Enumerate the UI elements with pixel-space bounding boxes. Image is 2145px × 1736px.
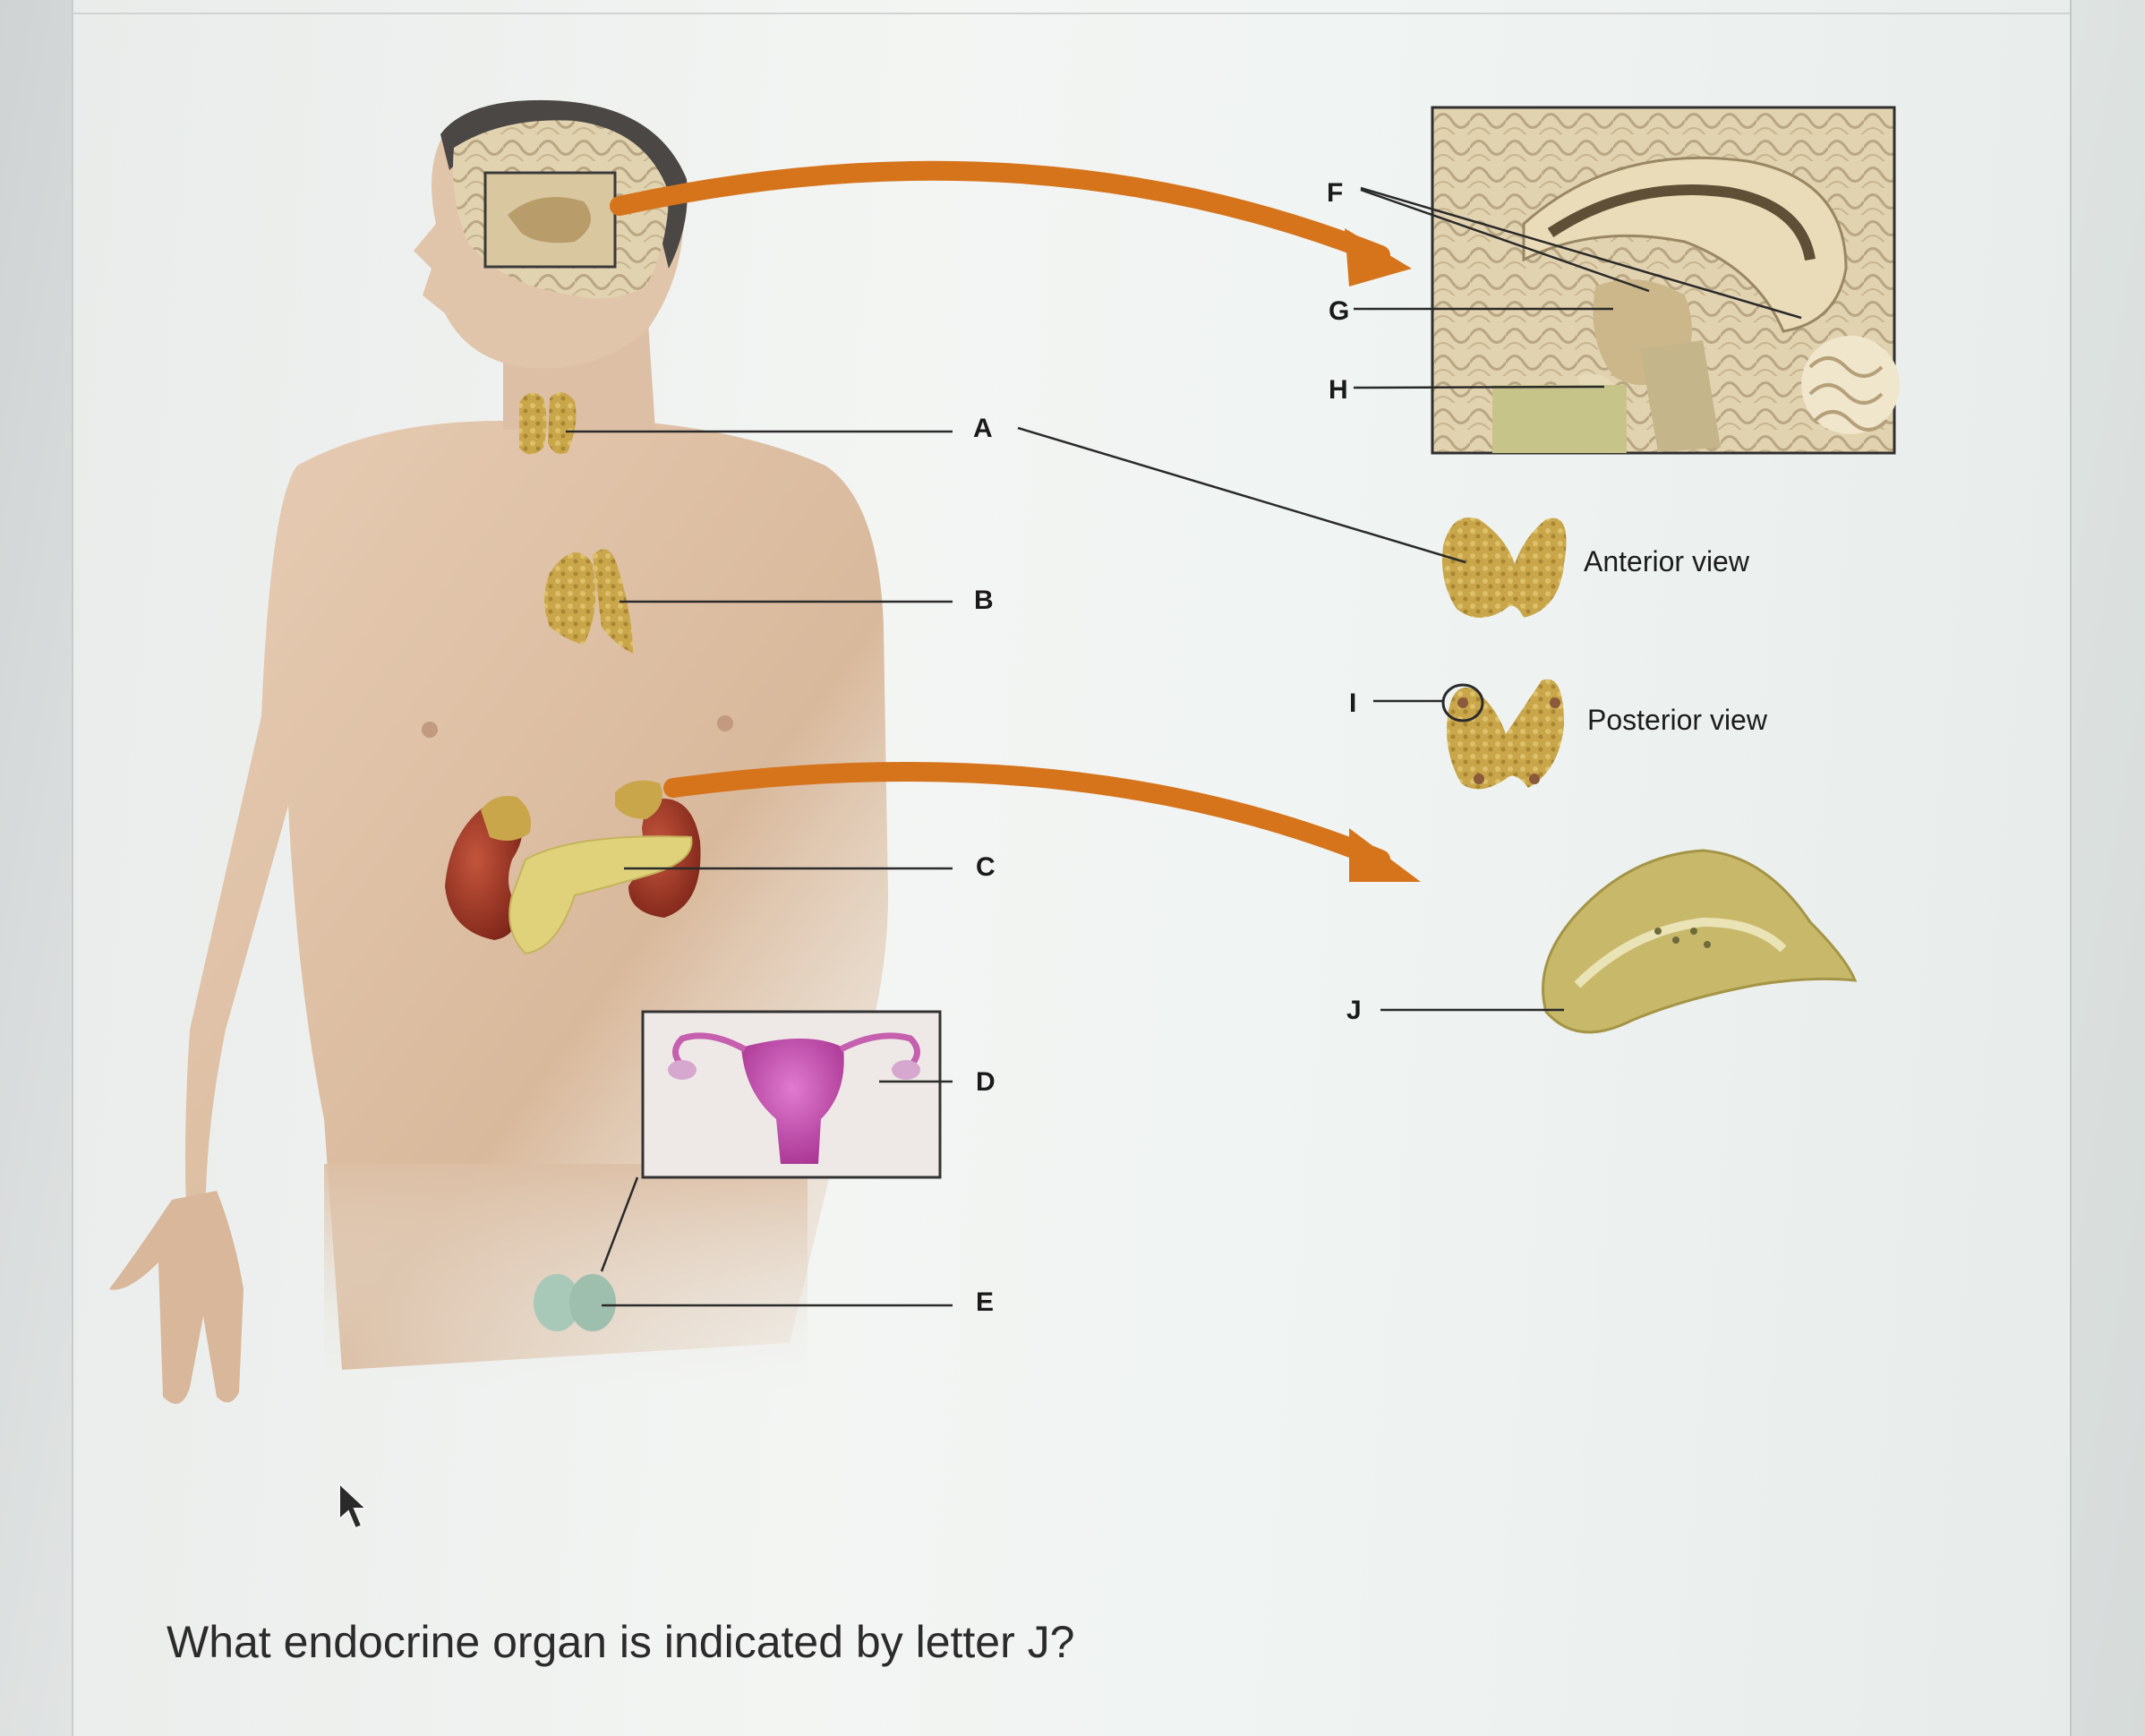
thyroid-anterior-view	[1442, 517, 1567, 618]
label-f: F	[1327, 178, 1343, 208]
leader-lines	[566, 186, 1802, 1307]
thyroid-on-body	[519, 392, 577, 455]
label-b: B	[974, 586, 994, 615]
label-d: D	[976, 1067, 996, 1097]
thyroid-posterior-view	[1441, 679, 1564, 790]
adrenal-kidney-pancreas-on-body	[445, 780, 701, 955]
thymus-on-body	[544, 549, 633, 654]
arrow-to-pancreas-detail	[663, 762, 1421, 882]
anterior-view-label: Anterior view	[1584, 545, 1750, 577]
label-e: E	[976, 1287, 994, 1317]
human-body	[109, 99, 888, 1404]
brain-sagittal-detail	[1431, 106, 1900, 455]
label-c: C	[976, 852, 996, 882]
arrow-to-brain-detail	[610, 160, 1412, 286]
ovaries-uterus-inset	[600, 1010, 942, 1272]
pancreas-detail	[1542, 849, 1858, 1034]
question-card: A B C D E F G H I J Anterior view Poster…	[72, 0, 2072, 1736]
label-g: G	[1329, 296, 1349, 326]
label-i: I	[1349, 688, 1356, 718]
label-j: J	[1346, 996, 1362, 1025]
question-text: What endocrine organ is indicated by let…	[167, 1617, 1075, 1667]
label-a: A	[973, 414, 993, 443]
cerebellum	[1801, 336, 1900, 434]
mouse-pointer-icon	[338, 1482, 369, 1530]
posterior-view-label: Posterior view	[1587, 704, 1768, 736]
testes-on-body	[534, 1274, 616, 1331]
endocrine-system-figure: A B C D E F G H I J Anterior view Poster…	[109, 99, 1900, 1404]
label-h: H	[1329, 375, 1348, 405]
